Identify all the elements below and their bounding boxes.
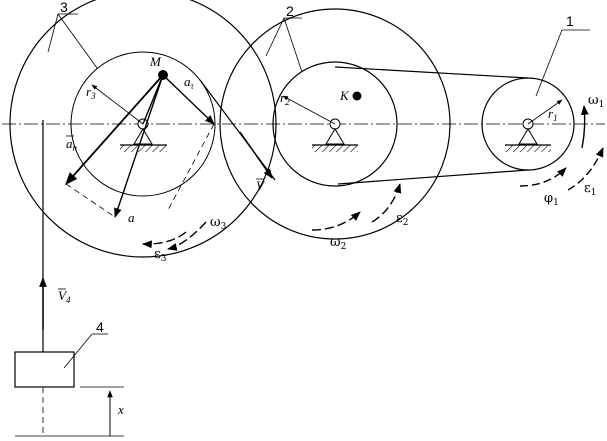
label-v: V [256, 178, 266, 193]
label-a-tau: aτ [184, 74, 195, 91]
omega3-arc [142, 231, 187, 249]
label-omega3: ω3 [210, 215, 227, 232]
label-eps3: ε3 [154, 247, 167, 264]
label-phi1: φ1 [544, 191, 559, 208]
eps2-arc [371, 183, 402, 223]
leader-3a [47, 13, 59, 53]
a-tau-vector [162, 74, 215, 125]
label-eps1: ε1 [584, 181, 596, 198]
leader-3b [57, 13, 98, 69]
point-k-dot [352, 91, 362, 101]
leader-2a [265, 17, 285, 57]
radius-r1 [527, 99, 563, 125]
belt-top [334, 66, 529, 79]
omega2-arc [311, 211, 361, 231]
eps1-arc [567, 147, 604, 191]
label-x: x [117, 402, 124, 417]
label-r2: r2 [280, 90, 290, 107]
v-arrow [239, 131, 273, 179]
radius-r3 [91, 84, 144, 125]
label-v4: V4 [58, 288, 71, 305]
eps3-arc [167, 221, 207, 251]
label-m: M [149, 54, 162, 69]
belt-bottom [337, 169, 529, 185]
a-vector [114, 74, 164, 218]
label-r3: r3 [86, 84, 96, 101]
block-4 [14, 351, 75, 388]
dash-a [65, 183, 116, 218]
label-omega2: ω2 [330, 235, 346, 252]
omega1-arc [580, 105, 589, 149]
label-k: K [339, 88, 350, 103]
leader-2b [283, 17, 303, 73]
label-part-2: 2 [286, 3, 294, 19]
label-omega1: ω1 [588, 93, 604, 110]
radius-r2 [282, 95, 336, 125]
label-eps2: ε2 [396, 211, 408, 228]
label-a-n: an [66, 136, 78, 153]
label-part-1: 1 [566, 13, 574, 29]
point-m-dot [158, 70, 168, 80]
label-part-4: 4 [96, 319, 104, 335]
label-r1: r1 [548, 106, 558, 123]
leader-4a [63, 333, 93, 369]
leader-1a [535, 29, 563, 97]
label-part-3: 3 [60, 0, 68, 15]
a-n-vector [65, 74, 164, 185]
phi1-arc [519, 167, 567, 187]
label-a: a [128, 210, 135, 225]
dash-b [167, 123, 215, 211]
